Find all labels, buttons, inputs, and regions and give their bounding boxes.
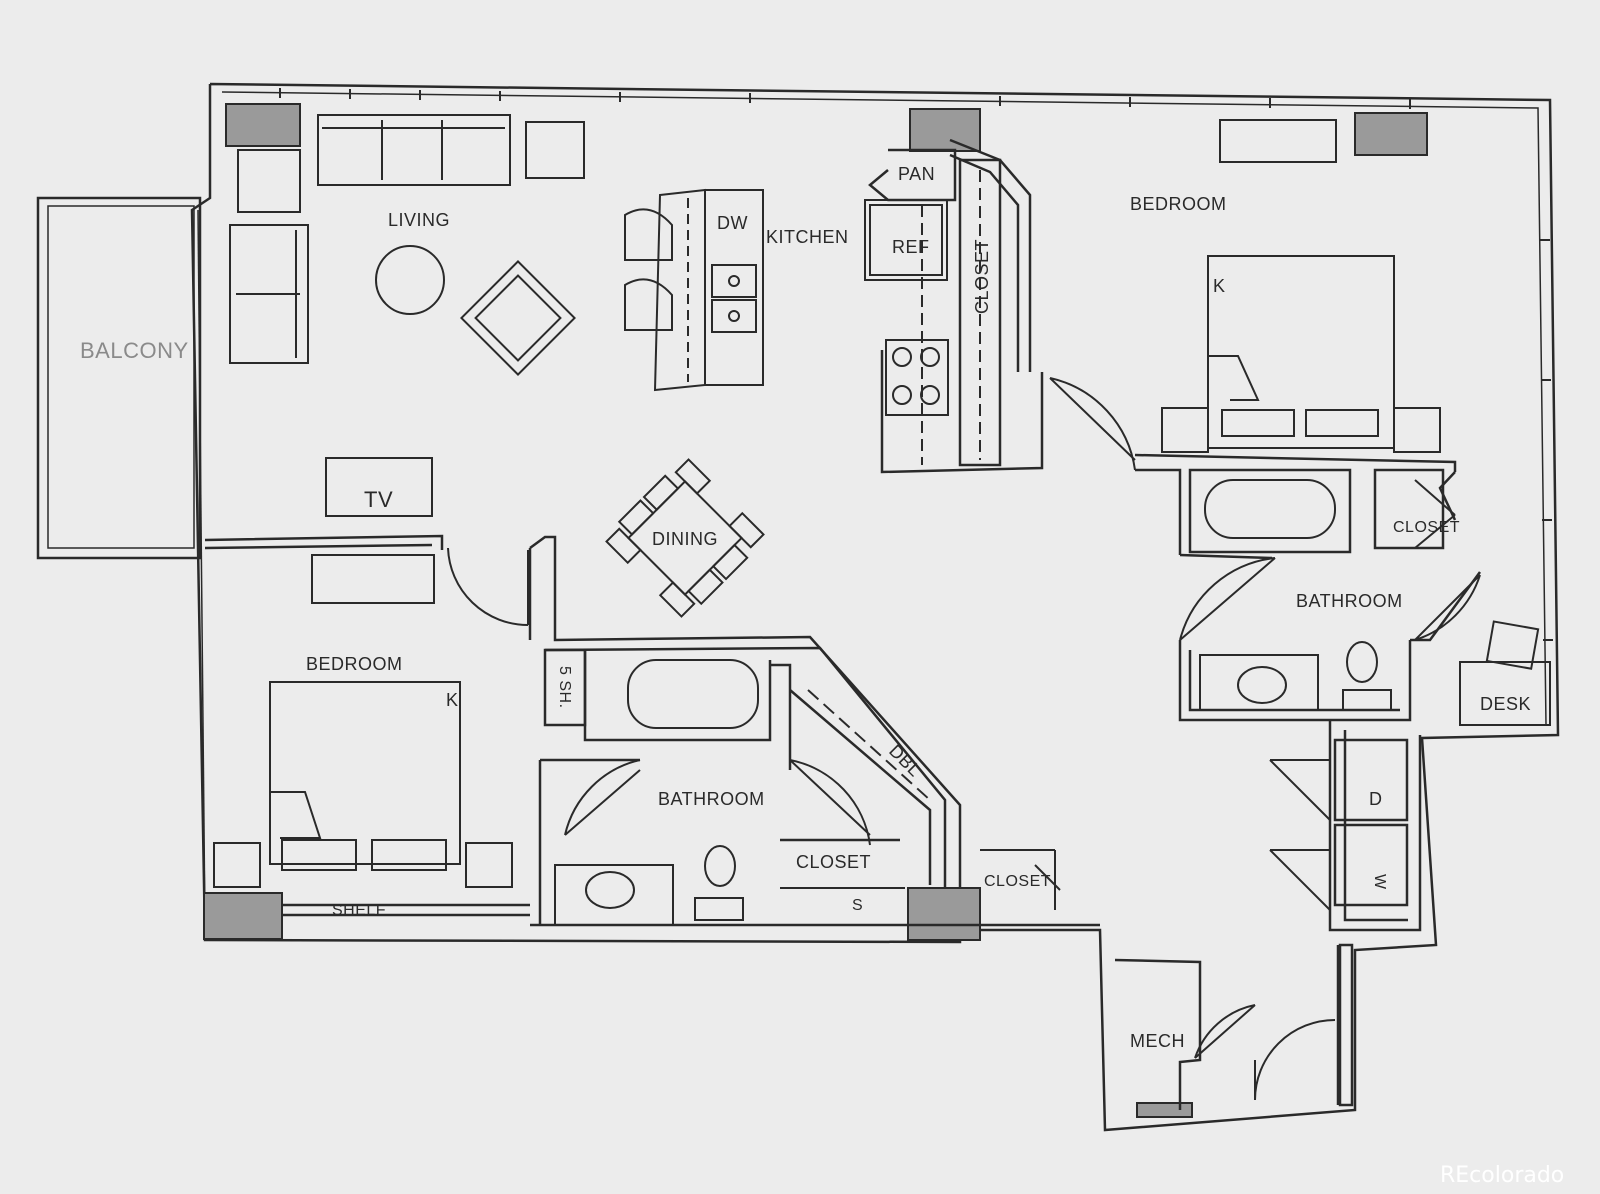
bathroom-main-label: BATHROOM bbox=[1296, 591, 1403, 611]
desk bbox=[1459, 661, 1551, 726]
dining-label: DINING bbox=[652, 529, 718, 549]
mech-label: MECH bbox=[1130, 1031, 1185, 1051]
kitchen-closet-label: CLOSET bbox=[972, 239, 992, 314]
coffee-table bbox=[375, 245, 445, 315]
bedroom-main-label: BEDROOM bbox=[1130, 194, 1227, 214]
washer-label: W bbox=[1371, 874, 1388, 890]
bedroom-dresser bbox=[311, 554, 435, 604]
hall-closet-label: CLOSET bbox=[984, 873, 1051, 890]
pantry-label: PAN bbox=[898, 164, 935, 184]
end-table bbox=[525, 121, 585, 179]
dresser bbox=[1219, 119, 1337, 163]
refrigerator bbox=[864, 199, 948, 281]
linen-shelves-label: 5 SH. bbox=[556, 666, 573, 709]
refrigerator-label: REF bbox=[892, 237, 930, 257]
second-bed bbox=[269, 681, 461, 865]
window-mullions bbox=[279, 88, 1553, 641]
shelves-mark-label: S bbox=[852, 897, 863, 914]
tv-label: TV bbox=[364, 487, 393, 512]
balcony-label: BALCONY bbox=[80, 338, 189, 363]
bathroom-second-label: BATHROOM bbox=[658, 789, 765, 809]
tv-console bbox=[325, 457, 433, 517]
bedroom-closet-label: CLOSET bbox=[1393, 519, 1460, 536]
bedroom-second-label: BEDROOM bbox=[306, 654, 403, 674]
dishwasher-label: DW bbox=[717, 213, 748, 233]
tub-main bbox=[1204, 479, 1336, 539]
shelf-label: SHELF bbox=[332, 902, 386, 919]
furniture bbox=[213, 114, 1551, 926]
desk-label: DESK bbox=[1480, 694, 1531, 714]
closet-labels: CLOSET CLOSET CLOSET CLOSET bbox=[796, 239, 1460, 890]
main-bed bbox=[1207, 255, 1395, 449]
king-bed-a-label: K bbox=[1213, 276, 1226, 296]
king-bed-b-label: K bbox=[446, 690, 459, 710]
watermark: REcolorado bbox=[1440, 1163, 1564, 1188]
room-labels: BALCONY LIVING KITCHEN DINING BEDROOM BE… bbox=[80, 194, 1531, 1051]
interior-walls bbox=[204, 138, 1482, 1110]
living-sofa bbox=[317, 114, 511, 186]
structural-columns bbox=[203, 103, 1428, 1118]
range bbox=[885, 339, 949, 416]
loveseat bbox=[229, 224, 309, 364]
kitchen-label: KITCHEN bbox=[766, 227, 849, 247]
bath-closet-label: CLOSET bbox=[796, 852, 871, 872]
side-table bbox=[237, 149, 301, 213]
door-swings bbox=[447, 377, 1481, 1101]
tub-second bbox=[627, 659, 759, 729]
dryer-label: D bbox=[1369, 789, 1383, 809]
living-label: LIVING bbox=[388, 210, 450, 230]
